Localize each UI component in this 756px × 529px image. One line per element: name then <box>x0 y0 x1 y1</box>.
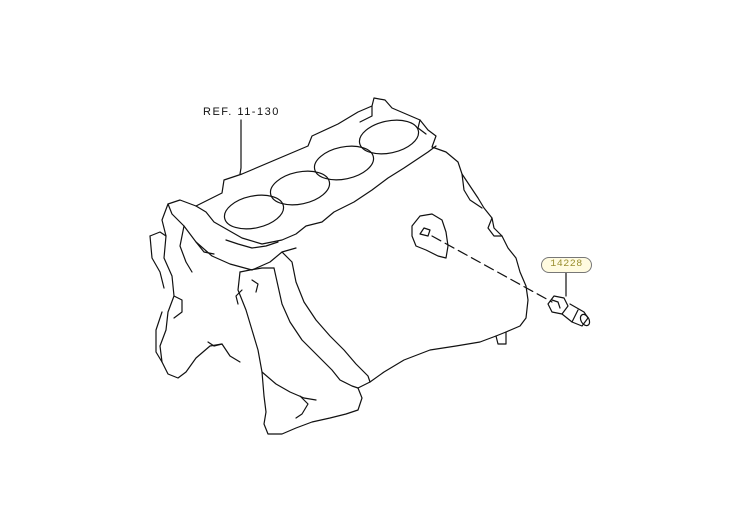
cylinder-bore-4 <box>358 119 420 155</box>
reference-leader-line <box>239 119 242 175</box>
drain-bolt-icon[interactable] <box>547 295 591 327</box>
cylinder-bores <box>223 119 420 230</box>
cylinder-bore-1 <box>223 194 285 230</box>
part-number-badge[interactable]: 14228 <box>541 257 592 273</box>
engine-block-drawing <box>149 97 529 435</box>
cylinder-bore-2 <box>269 170 331 206</box>
reference-label: REF. 11-130 <box>203 106 280 118</box>
install-direction-line <box>431 235 553 303</box>
cylinder-bore-3 <box>313 145 375 181</box>
